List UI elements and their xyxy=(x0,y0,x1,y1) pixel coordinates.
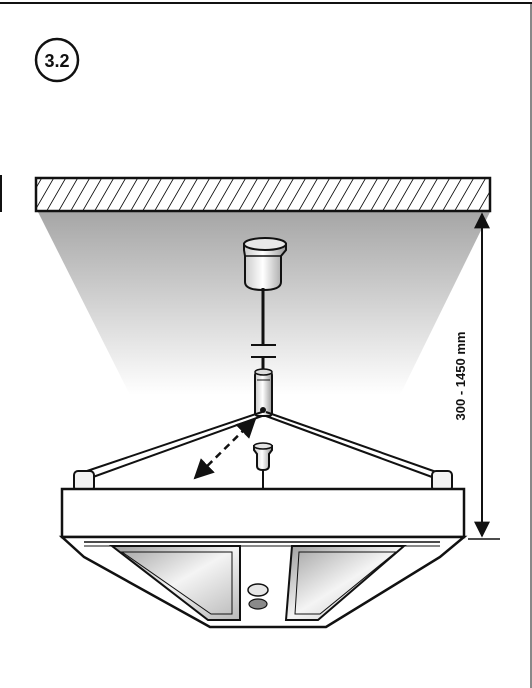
ceiling-canopy-icon xyxy=(243,237,287,292)
power-connector xyxy=(253,442,273,490)
height-dimension: 300 - 1450 mm xyxy=(453,212,500,540)
step-number: 3.2 xyxy=(44,51,69,71)
double-arrow-icon xyxy=(193,417,257,480)
pendant-luminaire-icon xyxy=(58,470,468,629)
cable-gripper-icon xyxy=(254,368,273,417)
dimension-label: 300 - 1450 mm xyxy=(453,332,468,421)
hatched-ceiling-icon xyxy=(34,176,492,213)
step-badge: 3.2 xyxy=(34,37,80,83)
